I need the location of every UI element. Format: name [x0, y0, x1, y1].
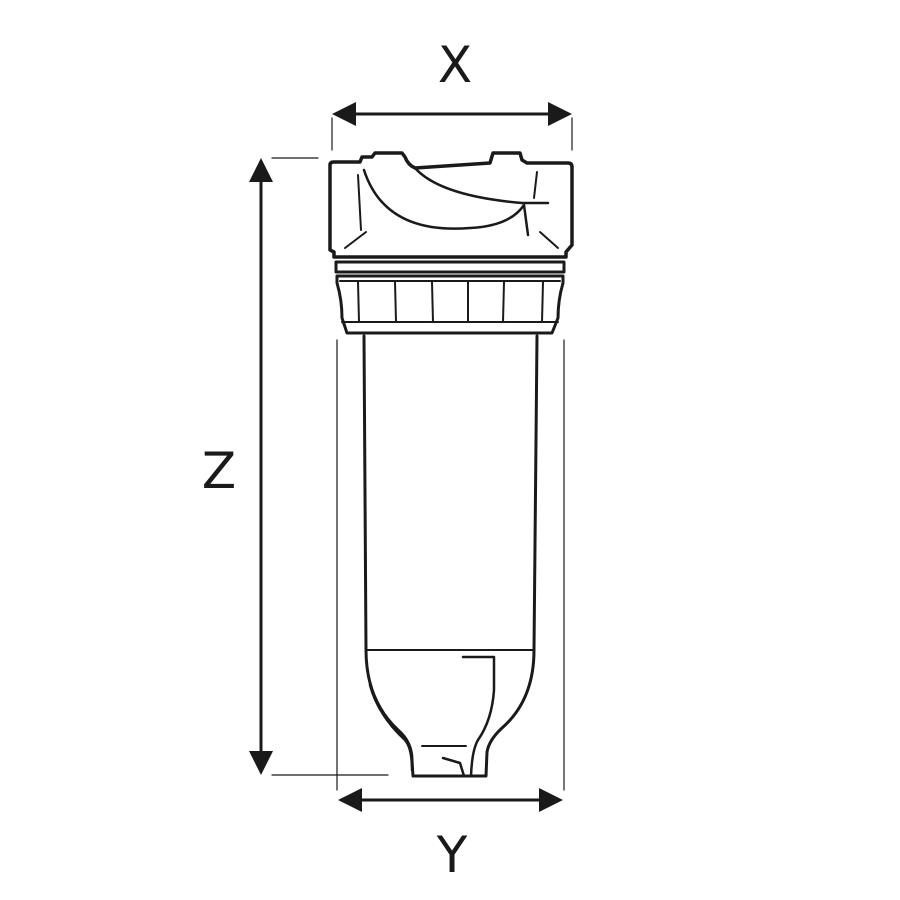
label-z: Z	[202, 442, 236, 500]
dimension-x: X	[331, 36, 573, 151]
dimension-y: Y	[336, 339, 565, 884]
filter-head	[328, 151, 574, 259]
ring-nut	[334, 260, 566, 335]
filter-bowl	[362, 334, 539, 778]
label-x: X	[438, 36, 472, 94]
label-y: Y	[436, 826, 468, 884]
dimension-z: Z	[202, 157, 389, 776]
